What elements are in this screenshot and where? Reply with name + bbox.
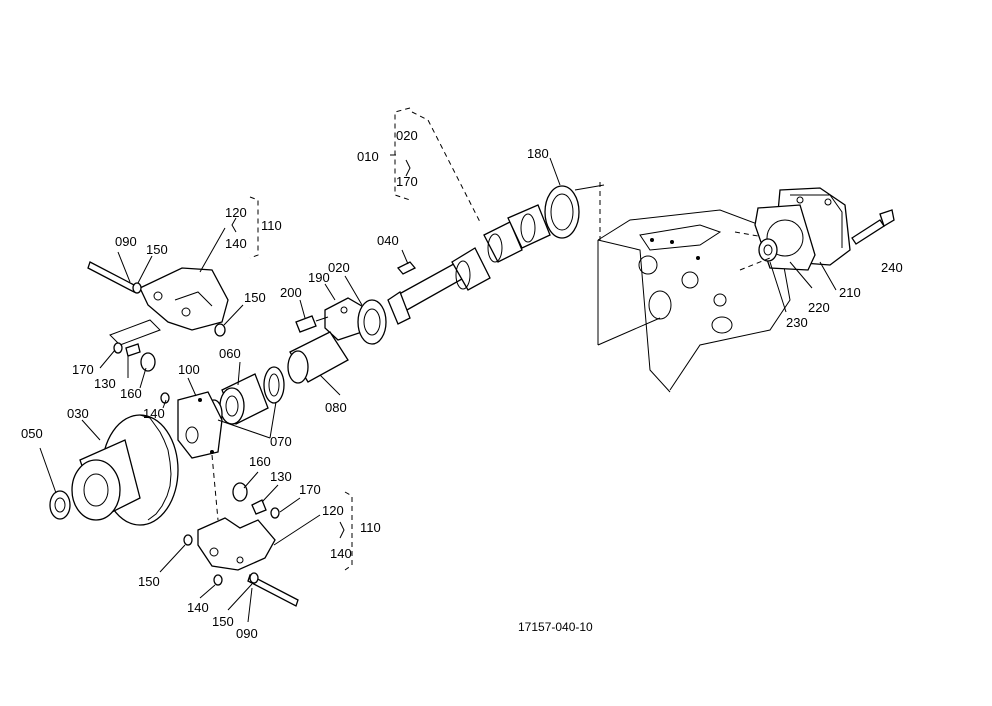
fasteners-left xyxy=(113,342,170,404)
label-160-left: 160 xyxy=(120,386,142,401)
label-190: 190 xyxy=(308,270,330,285)
label-080: 080 xyxy=(325,400,347,415)
collar-060 xyxy=(219,373,269,425)
sleeve-080 xyxy=(287,331,349,384)
braces xyxy=(231,107,411,571)
ring-230 xyxy=(758,238,778,262)
label-050: 050 xyxy=(21,426,43,441)
label-070: 070 xyxy=(270,434,292,449)
weight-110-upper xyxy=(139,267,229,331)
label-160-low: 160 xyxy=(249,454,271,469)
label-140-bot: 140 xyxy=(187,600,209,615)
pin-090-lower xyxy=(247,574,299,607)
label-110-top: 110 xyxy=(261,218,282,233)
weight-110-lower xyxy=(197,517,276,571)
label-180: 180 xyxy=(527,146,549,161)
label-150-b: 150 xyxy=(244,290,266,305)
key-040 xyxy=(396,261,417,275)
label-130-low: 130 xyxy=(270,469,292,484)
bolt-200 xyxy=(295,315,329,333)
pin-090-upper xyxy=(87,261,137,293)
reference-code: 17157-040-10 xyxy=(518,620,593,634)
label-130-left: 130 xyxy=(94,376,116,391)
label-220: 220 xyxy=(808,300,830,315)
washer-150-a xyxy=(132,282,142,294)
gear-030 xyxy=(71,414,179,526)
washer-150-b xyxy=(214,323,226,337)
label-040: 040 xyxy=(377,233,399,248)
label-200: 200 xyxy=(280,285,302,300)
label-150-d: 150 xyxy=(212,614,234,629)
label-010: 010 xyxy=(357,149,379,164)
bearing-020 xyxy=(357,299,387,345)
engine-block xyxy=(597,182,791,393)
bolt-240 xyxy=(851,209,895,245)
washer-050 xyxy=(49,490,71,520)
label-110-low: 110 xyxy=(360,520,381,535)
label-170-top: 170 xyxy=(396,174,418,189)
label-030: 030 xyxy=(67,406,89,421)
label-140-low: 140 xyxy=(330,546,352,561)
camshaft-010 xyxy=(387,204,551,325)
label-170-left: 170 xyxy=(72,362,94,377)
label-120-low: 120 xyxy=(322,503,344,518)
label-140-top: 140 xyxy=(225,236,247,251)
label-170-low: 170 xyxy=(299,482,321,497)
leader-lines xyxy=(39,157,837,623)
label-020: 020 xyxy=(328,260,350,275)
label-140-mid: 140 xyxy=(143,406,165,421)
label-150-c: 150 xyxy=(138,574,160,589)
label-100: 100 xyxy=(178,362,200,377)
fasteners-lower xyxy=(183,482,280,586)
bracket-upper xyxy=(109,319,161,346)
label-090-bot: 090 xyxy=(236,626,258,641)
label-240: 240 xyxy=(881,260,903,275)
label-120-top: 120 xyxy=(225,205,247,220)
label-090-top: 090 xyxy=(115,234,137,249)
bearing-180 xyxy=(544,184,605,239)
label-060: 060 xyxy=(219,346,241,361)
ring-070-a xyxy=(263,366,285,404)
part-labels: 020 010 170 180 040 190 020 200 060 080 … xyxy=(21,128,903,641)
label-230: 230 xyxy=(786,315,808,330)
label-150-a: 150 xyxy=(146,242,168,257)
label-020-top: 020 xyxy=(396,128,418,143)
label-210: 210 xyxy=(839,285,861,300)
plate-100 xyxy=(177,391,223,459)
